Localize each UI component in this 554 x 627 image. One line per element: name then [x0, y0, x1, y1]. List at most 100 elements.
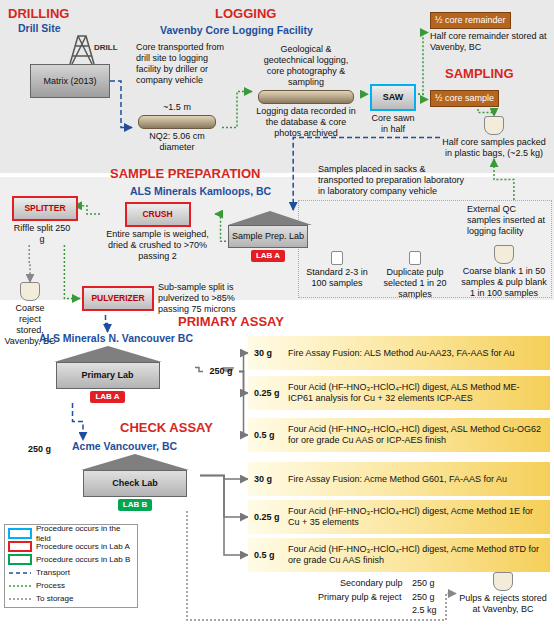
node-text: Matrix (2013): [43, 76, 96, 87]
icon: [494, 245, 514, 264]
legend-swatch: [8, 541, 32, 552]
assay-box: 0.25 gFour Acid (HF-HNO₃-HClO₄-HCl) dige…: [248, 376, 550, 410]
node-text: Acme Vancouver, BC: [72, 440, 198, 453]
storage-note: Secondary pulp: [340, 578, 410, 589]
assay-box: 0.25 gFour Acid (HF-HNO₃-HClO₄-HCl) dige…: [248, 500, 550, 534]
storage-note: Primary pulp & reject: [318, 592, 410, 603]
section-heading: CHECK ASSAY: [120, 420, 230, 435]
section-heading: PRIMARY ASSAY: [178, 314, 298, 329]
section-heading: DRILLING: [8, 6, 108, 21]
pulp-storage: Pulps & rejects stored at Vavenby, BC: [456, 572, 550, 615]
node-text: Logging data recorded in the database & …: [254, 106, 358, 139]
node-text: 0.5 g: [254, 430, 288, 441]
qc-blank: Coarse blank 1 in 50 samples & pulp blan…: [457, 245, 551, 299]
section-heading: LOGGING: [215, 6, 315, 21]
icon: [138, 115, 216, 129]
connector: [418, 33, 428, 95]
node-text: ~1.5 m: [134, 102, 220, 113]
mass-label: 250 g: [412, 578, 446, 589]
site-name: Vavenby Core Logging Facility: [160, 24, 360, 37]
node-text: Core sawn in half: [370, 113, 416, 135]
transport-note: Core transported from drill site to logg…: [136, 42, 230, 86]
mass-label: 2.5 kg: [412, 605, 446, 616]
node-text: Four Acid (HF-HNO₃-HClO₄-HCl) digest, Ac…: [288, 506, 544, 528]
connector: [418, 94, 428, 99]
legend-row: Procedure occurs in the field: [8, 527, 134, 540]
qc-duplicate: Duplicate pulp selected 1 in 20 samples: [379, 251, 451, 300]
legend-row: Process: [8, 579, 134, 592]
crusher: CRUSHEntire sample is weighed, dried & c…: [100, 202, 215, 262]
connector: [239, 372, 248, 436]
node-text: Coarse blank 1 in 50 samples & pulp blan…: [459, 266, 549, 299]
icon: [258, 90, 354, 104]
node-text: LAB B: [118, 499, 152, 511]
node-text: 0.25 g: [254, 388, 288, 399]
section-heading: SAMPLING: [445, 66, 545, 81]
connector: [64, 245, 80, 299]
assay-box: 30 gFire Assay Fusion: Acme Method G601,…: [248, 462, 550, 496]
mass-label: 250 g: [412, 592, 446, 603]
node-text: 0.25 g: [254, 512, 288, 523]
node-text: External QC samples inserted at logging …: [467, 204, 549, 237]
pulverizer: PULVERIZERSub-sample split is pulverized…: [80, 282, 250, 315]
site-name: Drill Site: [18, 22, 80, 35]
node-text: Fire Assay Fusion: Acme Method G601, FA-…: [288, 474, 544, 485]
transport-note: Samples placed in sacks & transported to…: [318, 164, 468, 197]
icon: [484, 116, 504, 135]
rig-label: DRILL: [94, 42, 134, 53]
splitter: SPLITTERRiffle split 250 g: [10, 196, 74, 245]
legend-text: Transport: [36, 568, 70, 578]
assay-box: 30 gFire Assay Fusion: ALS Method Au-AA2…: [248, 336, 550, 370]
node-text: Entire sample is weighed, dried & crushe…: [102, 229, 213, 262]
site-name: ALS Minerals Kamloops, BC: [130, 185, 285, 198]
drill-rig-box: Matrix (2013): [30, 64, 110, 98]
legend-row: Procedure occurs in Lab A: [8, 540, 134, 553]
saw-box: SAWCore sawn in half: [368, 84, 418, 135]
connector: [106, 315, 108, 332]
node-text: 250 g: [205, 366, 237, 377]
legend-text: To storage: [36, 594, 73, 604]
node-text: Geological & geotechnical logging, core …: [254, 44, 358, 88]
legend-line: [8, 595, 32, 603]
node-text: 0.5 g: [254, 550, 288, 561]
node-text: Primary Lab: [56, 362, 160, 389]
node-text: Four Acid (HF-HNO₃-HClO₄-HCl) digest, Ac…: [288, 544, 544, 566]
assay-box: 0.5 gFour Acid (HF-HNO₃-HClO₄-HCl) diges…: [248, 538, 550, 572]
node-text: ½ core remainder: [430, 12, 511, 29]
node-text: Sub-sample split is pulverized to >85% p…: [158, 282, 248, 315]
node-text: Duplicate pulp selected 1 in 20 samples: [381, 267, 449, 300]
qc-standard: Standard 2-3 in 100 samples: [301, 251, 373, 289]
primary-lab: ALS Minerals N. Vancouver BCPrimary LabL…: [20, 332, 195, 403]
icon: [228, 211, 312, 225]
logged-core: Geological & geotechnical logging, core …: [252, 44, 360, 139]
connector: [195, 368, 203, 372]
node-text: LAB A: [90, 391, 124, 403]
connector: [200, 476, 248, 556]
node-text: 30 g: [254, 474, 288, 485]
node-text: Check Lab: [83, 470, 187, 497]
node-text: Sample Prep. Lab: [228, 225, 308, 248]
icon: [409, 251, 421, 265]
legend-line: [8, 582, 32, 590]
connector: [73, 403, 84, 440]
pulp-split: 250 g: [203, 366, 239, 377]
legend-row: Procedure occurs in Lab B: [8, 553, 134, 566]
connector: [239, 353, 248, 372]
legend-line-stroke: [9, 572, 31, 574]
legend-swatch: [8, 528, 32, 539]
sample-bags: Half core samples packed in plastic bags…: [440, 116, 548, 159]
check-lab: Acme Vancouver, BC Check LabLAB B: [70, 440, 200, 511]
node-text: Four Acid (HF-HNO₃-HClO₄-HCl) digest, AL…: [288, 382, 544, 404]
connector: [215, 214, 226, 241]
icon: [493, 572, 513, 591]
connector: [494, 159, 514, 200]
prep-lab: Sample Prep. LabLAB A: [226, 210, 310, 262]
connector: [360, 92, 368, 95]
connector: [222, 92, 252, 128]
core-piece: ~1.5 mNQ2: 5.06 cm diameter: [132, 102, 222, 153]
node-text: CRUSH: [125, 202, 191, 227]
legend-line: [8, 569, 32, 577]
icon: [20, 282, 40, 301]
node-text: ½ core sample: [430, 90, 499, 107]
core-sample: ½ core sample: [428, 90, 528, 109]
